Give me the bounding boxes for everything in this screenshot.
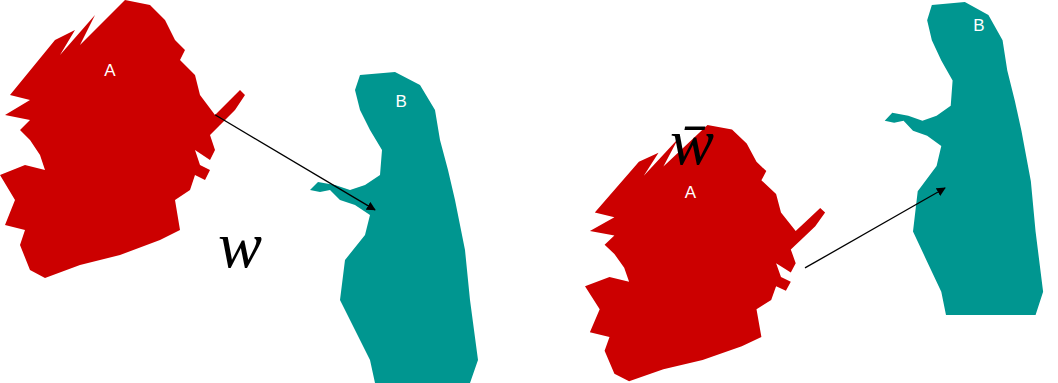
figure-shape: A	[0, 0, 250, 280]
figure-letter: B	[973, 17, 984, 34]
vector-label: w̄	[666, 109, 718, 175]
figure-shape: B	[880, 0, 1045, 315]
figure-silhouette	[305, 70, 480, 383]
figure-shape: B	[305, 70, 480, 383]
figure-outline	[885, 2, 1043, 315]
arrow-connector	[805, 188, 945, 268]
figure-outline	[0, 0, 245, 278]
figure-letter: A	[104, 62, 115, 79]
arrow-connector	[215, 115, 375, 210]
figure-outline	[310, 72, 478, 383]
vector-label: w	[214, 212, 266, 278]
figure-silhouette	[0, 0, 250, 280]
figure-letter: A	[685, 184, 696, 201]
figure-silhouette	[880, 0, 1045, 315]
figure-letter: B	[396, 93, 407, 110]
